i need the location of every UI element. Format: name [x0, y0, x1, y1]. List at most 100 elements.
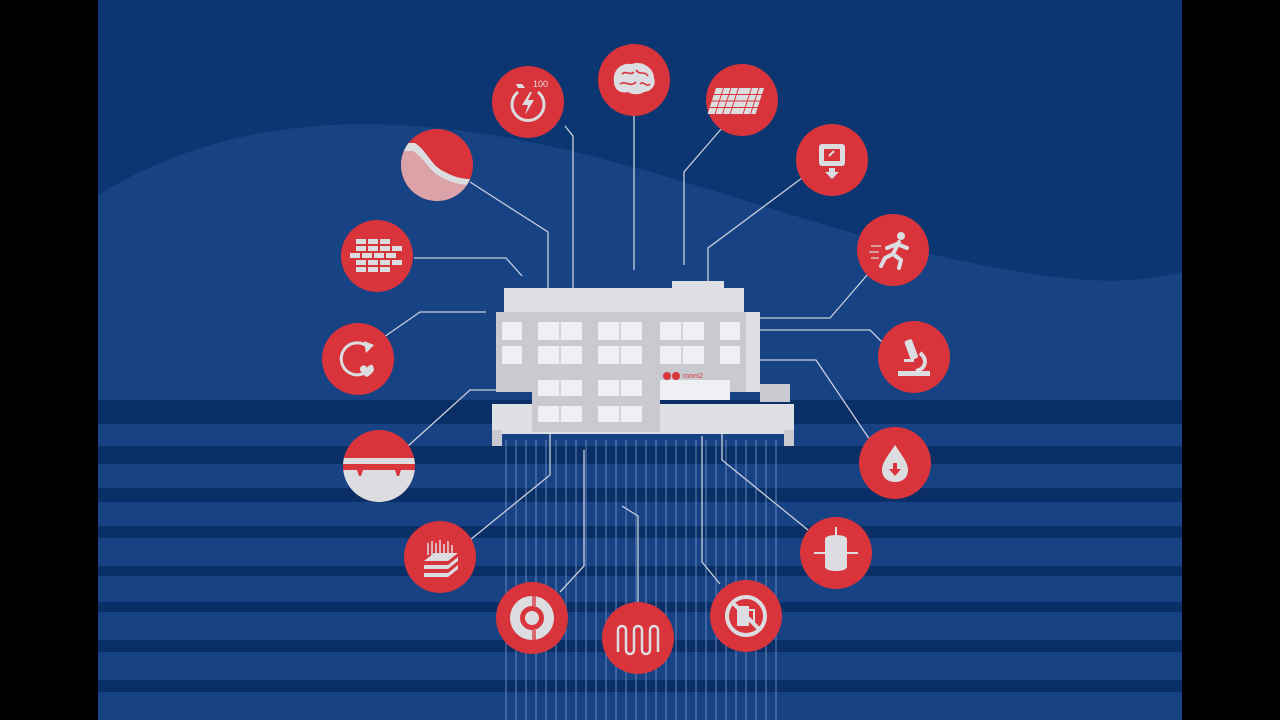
bridge-pylons — [355, 464, 403, 476]
brick — [380, 239, 390, 244]
microscope-base — [898, 371, 930, 376]
green-roof-layers-icon[interactable] — [404, 521, 476, 593]
brick — [368, 239, 378, 244]
ground-stripe — [98, 488, 1182, 502]
window — [502, 322, 522, 340]
brain-shape — [613, 62, 655, 95]
roof-unit — [672, 281, 724, 291]
circular-heart-icon[interactable] — [322, 323, 394, 395]
prohibition-ring — [725, 595, 767, 637]
platform-leg-right — [784, 430, 794, 446]
tank-pipes — [814, 527, 858, 554]
roof-layer-mid — [424, 557, 458, 569]
running-person-icon[interactable] — [857, 214, 929, 286]
prohibition-slash — [731, 601, 761, 631]
brick — [350, 253, 360, 258]
badge-circle — [602, 602, 674, 674]
drop-arrow — [889, 463, 901, 476]
ground-stripe — [98, 566, 1182, 576]
brick — [374, 253, 384, 258]
entrance-panel — [660, 380, 730, 400]
ring-disc-icon[interactable] — [496, 582, 568, 654]
window-grid — [502, 322, 740, 422]
energy-100-icon[interactable]: 100 — [492, 66, 564, 138]
solar-panel — [735, 88, 764, 114]
speed-lines — [869, 245, 881, 259]
energy-label: 100 — [533, 79, 548, 89]
runner-head — [897, 232, 905, 240]
brick — [356, 267, 366, 272]
connector-line — [760, 329, 883, 343]
coil-path — [616, 624, 660, 656]
tank-bottom — [825, 563, 847, 571]
connector-line — [621, 505, 639, 602]
grass-blades — [427, 540, 453, 555]
brick — [368, 260, 378, 265]
building: room2 — [492, 281, 794, 446]
connector-line — [760, 273, 869, 319]
no-fuel-pump-icon[interactable] — [710, 580, 782, 652]
brick — [368, 246, 378, 251]
connector-line — [559, 450, 585, 593]
tank-top — [825, 535, 847, 543]
connector-line — [414, 257, 523, 277]
side-column — [746, 312, 760, 392]
bridge-supports — [370, 476, 388, 484]
brick — [356, 239, 366, 244]
hill-slope-icon[interactable] — [401, 129, 473, 205]
progress-arc — [510, 90, 546, 122]
icon-ring: 100 — [322, 44, 950, 674]
brick — [356, 246, 366, 251]
brick — [392, 260, 402, 265]
connector-line — [469, 181, 549, 288]
disc-core — [525, 611, 539, 625]
ground-stripe — [98, 526, 1182, 538]
brand-dot-left — [663, 372, 671, 380]
platform-leg-left — [492, 430, 502, 446]
brick — [392, 246, 402, 251]
brick-wall-icon[interactable] — [341, 220, 413, 292]
download-arrow — [825, 168, 839, 179]
cycle-arrowhead — [364, 341, 374, 353]
brick — [362, 253, 372, 258]
brick — [380, 246, 390, 251]
brick — [368, 267, 378, 272]
brick — [386, 253, 396, 258]
ground-stripe — [98, 446, 1182, 464]
connector-line — [564, 125, 574, 300]
brick — [380, 260, 390, 265]
ground-stripe — [98, 680, 1182, 692]
connector-line — [469, 430, 551, 541]
cylinder-tank-icon[interactable] — [800, 517, 872, 589]
arc-tip — [516, 84, 525, 88]
solar-panel-icon[interactable] — [706, 64, 778, 136]
microscope-tube — [904, 339, 918, 360]
roof-level — [504, 288, 744, 313]
badge-circle — [322, 323, 394, 395]
fuel-nozzle — [749, 609, 755, 622]
hill-shape — [401, 143, 473, 201]
window — [502, 346, 522, 364]
heating-coil-icon[interactable] — [602, 602, 674, 674]
solar-grid — [707, 88, 764, 114]
hill-shade — [401, 151, 473, 201]
water-drop-icon[interactable] — [859, 427, 931, 499]
window — [720, 322, 740, 340]
brick-pattern — [350, 239, 402, 272]
brain-folds — [619, 69, 651, 86]
brand-dot-right — [672, 372, 680, 380]
meter-screen — [824, 149, 840, 161]
roof-layer-base — [424, 565, 458, 577]
meter-needle — [828, 150, 835, 157]
tank-body — [825, 539, 847, 567]
brain-icon[interactable] — [598, 44, 670, 116]
connector-line — [760, 359, 871, 441]
connector-line — [701, 436, 721, 585]
hill-scene — [401, 143, 473, 201]
window — [720, 346, 740, 364]
meter-download-icon[interactable] — [796, 124, 868, 196]
microscope-icon[interactable] — [878, 321, 950, 393]
brand-name: room2 — [683, 373, 703, 380]
connector-line — [383, 311, 486, 338]
